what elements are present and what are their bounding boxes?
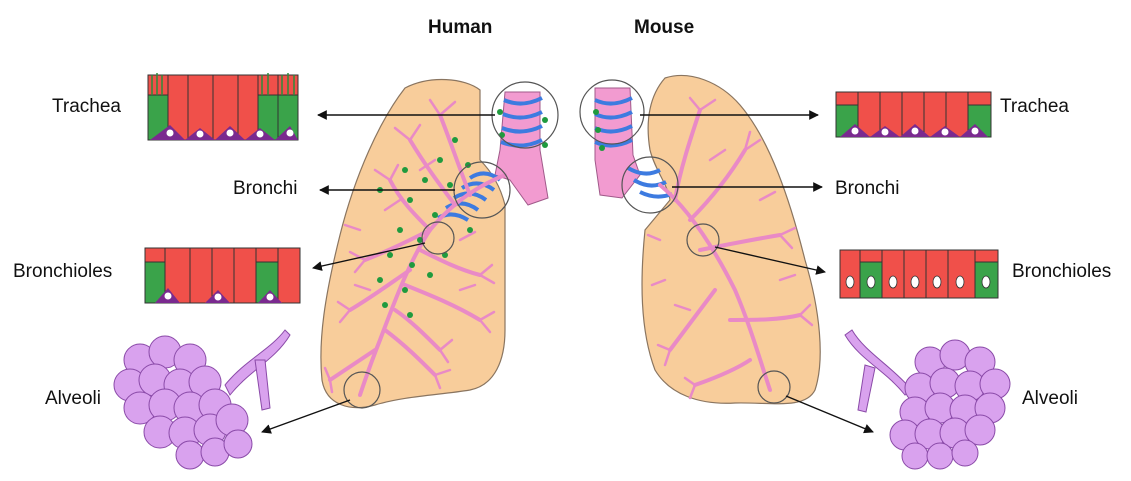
mouse-header: Mouse (634, 17, 694, 39)
human-trachea-epithelium (148, 73, 298, 140)
left-label-alveoli: Alveoli (45, 388, 101, 410)
human-lung (321, 80, 558, 408)
human-alveoli-cluster (114, 330, 290, 469)
human-header: Human (428, 17, 492, 39)
left-label-trachea: Trachea (52, 96, 121, 118)
mouse-bronchioles-epithelium (840, 250, 998, 298)
right-label-trachea: Trachea (1000, 96, 1069, 118)
mouse-trachea-epithelium (836, 92, 991, 137)
human-bronchioles-epithelium (145, 248, 300, 303)
mouse-lung (580, 76, 820, 404)
right-label-bronchi: Bronchi (835, 178, 899, 200)
left-label-bronchioles: Bronchioles (13, 261, 112, 283)
right-label-alveoli: Alveoli (1022, 388, 1078, 410)
left-label-bronchi: Bronchi (233, 178, 297, 200)
right-label-bronchioles: Bronchioles (1012, 261, 1111, 283)
mouse-alveoli-cluster (845, 330, 1010, 469)
